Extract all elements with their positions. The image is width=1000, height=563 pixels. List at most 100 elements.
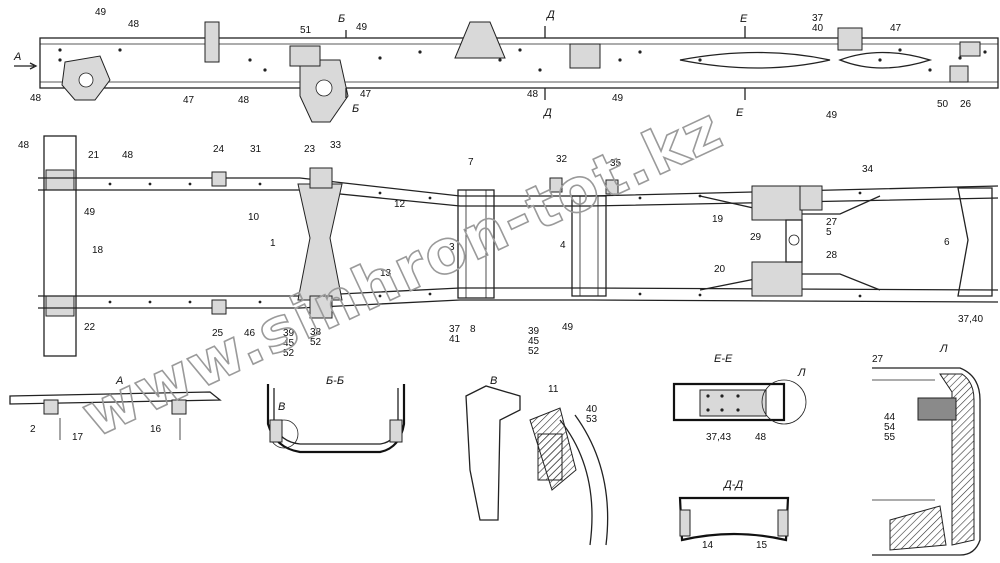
callout-1: 1 bbox=[270, 238, 276, 249]
callout-13: 13 bbox=[380, 268, 392, 279]
callout-48: 48 bbox=[30, 93, 42, 104]
callout-45: 45 bbox=[283, 338, 295, 349]
frame-plan-view bbox=[38, 135, 999, 357]
callout-49: 49 bbox=[826, 110, 838, 121]
callout-37: 37 bbox=[812, 13, 824, 24]
detail-v-title: В bbox=[490, 375, 497, 387]
section-ee-view bbox=[672, 379, 807, 425]
callout-22: 22 bbox=[84, 322, 96, 333]
callout-51: 51 bbox=[300, 25, 312, 36]
callout-33: 33 bbox=[330, 140, 342, 151]
callout-52: 52 bbox=[310, 337, 322, 348]
detail-l-title: Л bbox=[939, 343, 948, 355]
callout-32: 32 bbox=[556, 154, 568, 165]
callout-40: 40 bbox=[586, 404, 598, 415]
callout-29: 29 bbox=[750, 232, 762, 243]
callout-52: 52 bbox=[283, 348, 295, 359]
callout-48: 48 bbox=[18, 140, 30, 151]
detail-v-view bbox=[465, 385, 609, 546]
callout-37-43: 37,43 bbox=[706, 432, 731, 443]
callout-45: 45 bbox=[528, 336, 540, 347]
callout-46: 46 bbox=[244, 328, 256, 339]
callout-34: 34 bbox=[862, 164, 874, 175]
callout-7: 7 bbox=[468, 157, 474, 168]
callout-48: 48 bbox=[238, 95, 250, 106]
section-d-mark-bottom: Д bbox=[542, 107, 552, 119]
section-e-mark-bottom: Е bbox=[736, 107, 744, 119]
callout-52: 52 bbox=[528, 346, 540, 357]
section-a-view bbox=[9, 391, 222, 440]
detail-v-callout: В bbox=[278, 401, 285, 413]
callout-49: 49 bbox=[562, 322, 574, 333]
detail-l-view bbox=[872, 367, 981, 556]
callout-8: 8 bbox=[470, 324, 476, 335]
callout-54: 54 bbox=[884, 422, 896, 433]
callout-24: 24 bbox=[213, 144, 225, 155]
section-d-mark-top: Д bbox=[545, 9, 555, 21]
callouts: 49 48 48 47 48 51 49 47 48 49 37 40 47 4… bbox=[18, 7, 983, 551]
callout-39: 39 bbox=[528, 326, 540, 337]
callout-39: 39 bbox=[283, 328, 295, 339]
callout-12: 12 bbox=[394, 199, 406, 210]
section-dd-view bbox=[678, 496, 790, 542]
callout-49: 49 bbox=[95, 7, 107, 18]
section-bb-title: Б-Б bbox=[326, 375, 344, 387]
callout-18: 18 bbox=[92, 245, 104, 256]
callout-15: 15 bbox=[756, 540, 768, 551]
section-b-mark-bottom: Б bbox=[352, 103, 359, 115]
callout-5: 5 bbox=[826, 227, 832, 238]
callout-19: 19 bbox=[712, 214, 724, 225]
callout-48: 48 bbox=[122, 150, 134, 161]
callout-4: 4 bbox=[560, 240, 566, 251]
callout-47: 47 bbox=[890, 23, 902, 34]
callout-44: 44 bbox=[884, 412, 896, 423]
callout-2: 2 bbox=[30, 424, 36, 435]
callout-41: 41 bbox=[449, 334, 461, 345]
watermark-text: www.sinhron-tot.kz bbox=[72, 93, 734, 451]
callout-49: 49 bbox=[612, 93, 624, 104]
section-a-title: А bbox=[115, 375, 123, 387]
callout-38: 38 bbox=[310, 327, 322, 338]
section-b-mark-top: Б bbox=[338, 13, 345, 25]
section-labels: А Б Б Д Д Е Е А Б-Б В В Е-Е Л Д-Д Л bbox=[13, 9, 948, 491]
side-member-elevation bbox=[14, 21, 999, 123]
callout-48: 48 bbox=[128, 19, 140, 30]
callout-25: 25 bbox=[212, 328, 224, 339]
callout-49: 49 bbox=[84, 207, 96, 218]
callout-47: 47 bbox=[183, 95, 195, 106]
detail-l-callout: Л bbox=[797, 367, 806, 379]
callout-37-40: 37,40 bbox=[958, 314, 983, 325]
callout-3: 3 bbox=[449, 242, 455, 253]
callout-26: 26 bbox=[960, 99, 972, 110]
section-e-mark-top: Е bbox=[740, 13, 748, 25]
callout-55: 55 bbox=[884, 432, 896, 443]
callout-20: 20 bbox=[714, 264, 726, 275]
callout-21: 21 bbox=[88, 150, 100, 161]
callout-53: 53 bbox=[586, 414, 598, 425]
callout-17: 17 bbox=[72, 432, 84, 443]
callout-48: 48 bbox=[755, 432, 767, 443]
callout-27: 27 bbox=[826, 217, 838, 228]
callout-48: 48 bbox=[527, 89, 539, 100]
callout-35: 35 bbox=[610, 158, 622, 169]
callout-6: 6 bbox=[944, 237, 950, 248]
callout-50: 50 bbox=[937, 99, 949, 110]
callout-23: 23 bbox=[304, 144, 316, 155]
section-dd-title: Д-Д bbox=[722, 479, 743, 491]
callout-14: 14 bbox=[702, 540, 714, 551]
section-a-mark: А bbox=[13, 51, 21, 63]
section-bb-view bbox=[266, 384, 406, 454]
callout-49: 49 bbox=[356, 22, 368, 33]
callout-47: 47 bbox=[360, 89, 372, 100]
callout-31: 31 bbox=[250, 144, 262, 155]
callout-10: 10 bbox=[248, 212, 260, 223]
section-ee-title: Е-Е bbox=[714, 353, 733, 365]
callout-28: 28 bbox=[826, 250, 838, 261]
callout-16: 16 bbox=[150, 424, 162, 435]
callout-11: 11 bbox=[548, 384, 559, 395]
callout-40: 40 bbox=[812, 23, 824, 34]
callout-37: 37 bbox=[449, 324, 461, 335]
callout-27: 27 bbox=[872, 354, 884, 365]
